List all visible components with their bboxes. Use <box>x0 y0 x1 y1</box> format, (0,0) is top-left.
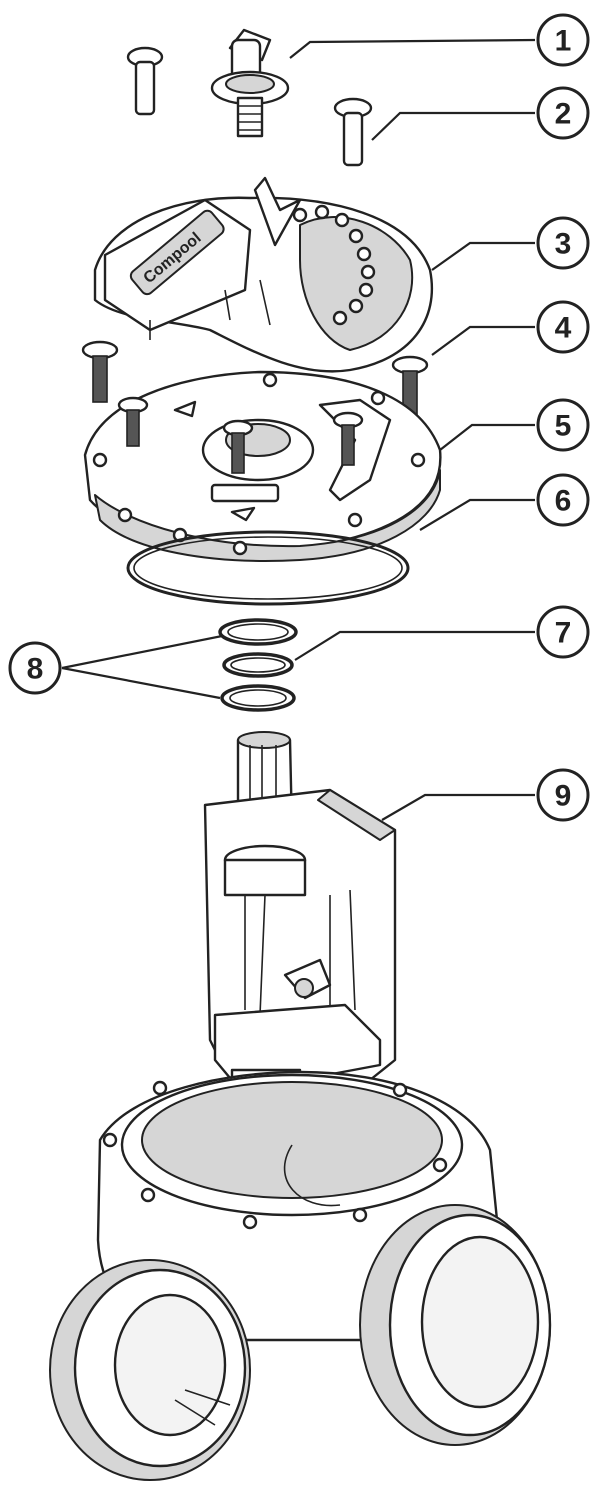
cover-screw-right <box>391 355 429 418</box>
body-bolt-holes <box>102 1080 448 1230</box>
callout-4-label: 4 <box>555 312 572 345</box>
callout-7: 7 <box>536 605 590 659</box>
top-screw-right <box>333 97 373 167</box>
callout-5: 5 <box>536 398 590 452</box>
leader-8b <box>61 666 221 700</box>
valve-body <box>49 1070 552 1481</box>
lid-screws <box>117 396 364 474</box>
leader-4 <box>431 325 535 356</box>
callout-6: 6 <box>536 473 590 527</box>
diverter-knob <box>210 28 290 138</box>
cover-indicator-holes <box>292 204 376 326</box>
leader-lines <box>61 38 536 821</box>
leader-5 <box>439 423 535 451</box>
callout-8-label: 8 <box>27 653 44 686</box>
leader-1 <box>289 38 536 59</box>
callout-5-label: 5 <box>555 410 572 443</box>
shaft-o-rings <box>218 618 298 712</box>
top-screw-left <box>126 46 164 116</box>
leader-3 <box>431 241 535 271</box>
callout-6-label: 6 <box>555 485 572 518</box>
port-left <box>49 1259 251 1481</box>
cover-screw-left <box>81 340 119 403</box>
callout-7-label: 7 <box>555 617 572 650</box>
callout-2-label: 2 <box>555 98 572 131</box>
callout-1-label: 1 <box>555 25 572 58</box>
callout-3-label: 3 <box>555 228 572 261</box>
port-right <box>359 1204 552 1446</box>
callout-4: 4 <box>536 300 590 354</box>
callout-9: 9 <box>536 768 590 822</box>
diverter-assembly <box>203 731 397 1115</box>
callout-1: 1 <box>536 13 590 67</box>
leader-9 <box>381 793 535 821</box>
lid-o-ring <box>126 530 410 606</box>
leader-2 <box>371 111 535 141</box>
callout-2: 2 <box>536 86 590 140</box>
lid-bolt-holes <box>92 372 426 556</box>
callout-3: 3 <box>536 216 590 270</box>
callout-9-label: 9 <box>555 780 572 813</box>
leader-7 <box>294 630 535 661</box>
leader-6 <box>419 498 535 531</box>
leader-8a <box>61 634 223 670</box>
callout-8: 8 <box>8 641 62 695</box>
valve-cover: Compool <box>93 176 434 373</box>
